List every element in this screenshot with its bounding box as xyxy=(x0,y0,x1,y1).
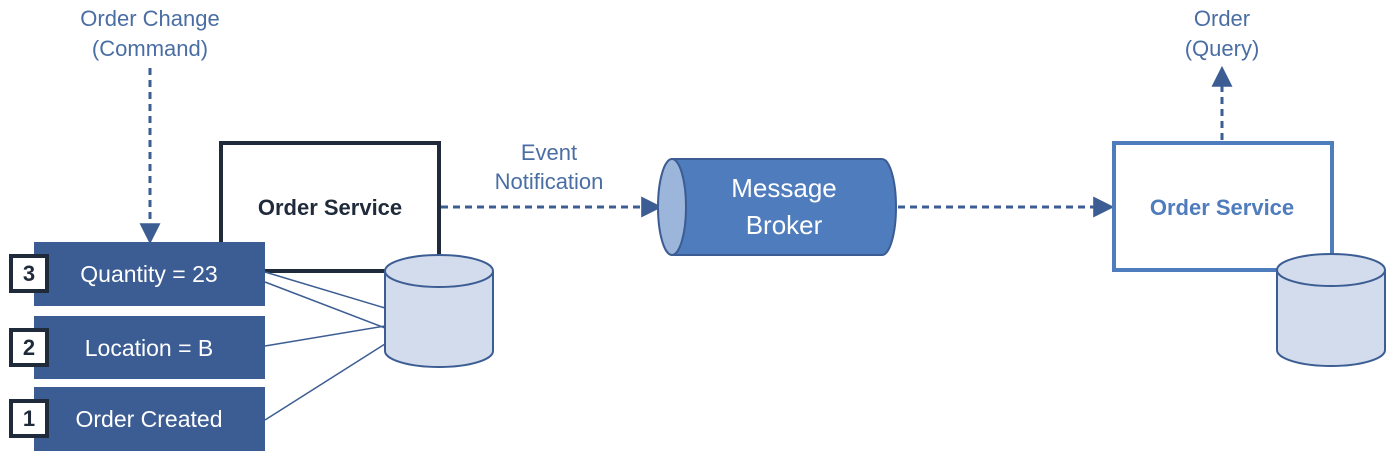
query-label-line2: (Query) xyxy=(1185,36,1260,61)
event-number: 2 xyxy=(23,335,35,360)
event-text: Quantity = 23 xyxy=(80,261,217,287)
left-order-service: Order Service xyxy=(219,141,441,273)
event-text: Order Created xyxy=(75,406,222,432)
broker-label-line2: Broker xyxy=(746,210,823,240)
event-row: 1 Order Created xyxy=(9,387,265,451)
event-store: 3 Quantity = 23 2 Location = B 1 Order C… xyxy=(9,242,265,451)
left-order-service-label: Order Service xyxy=(258,195,402,220)
command-label-line1: Order Change xyxy=(80,6,219,31)
event-notification-label: Event Notification xyxy=(495,140,604,194)
left-database-icon xyxy=(384,254,494,368)
event-row: 3 Quantity = 23 xyxy=(9,242,265,306)
event-row: 2 Location = B xyxy=(9,316,265,379)
command-label-line2: (Command) xyxy=(92,36,208,61)
event-text: Location = B xyxy=(85,335,214,361)
event-number: 3 xyxy=(23,261,35,286)
command-label: Order Change (Command) xyxy=(80,6,219,61)
event-label-line1: Event xyxy=(521,140,577,165)
query-label: Order (Query) xyxy=(1185,6,1260,61)
event-label-line2: Notification xyxy=(495,169,604,194)
right-database-icon xyxy=(1276,253,1386,367)
right-order-service-label: Order Service xyxy=(1150,195,1294,220)
query-label-line1: Order xyxy=(1194,6,1250,31)
event-number: 1 xyxy=(23,406,35,431)
right-order-service: Order Service xyxy=(1112,141,1334,272)
message-broker: Message Broker xyxy=(657,158,897,256)
broker-label-line1: Message xyxy=(731,173,837,203)
db-connector-lines xyxy=(264,271,386,421)
